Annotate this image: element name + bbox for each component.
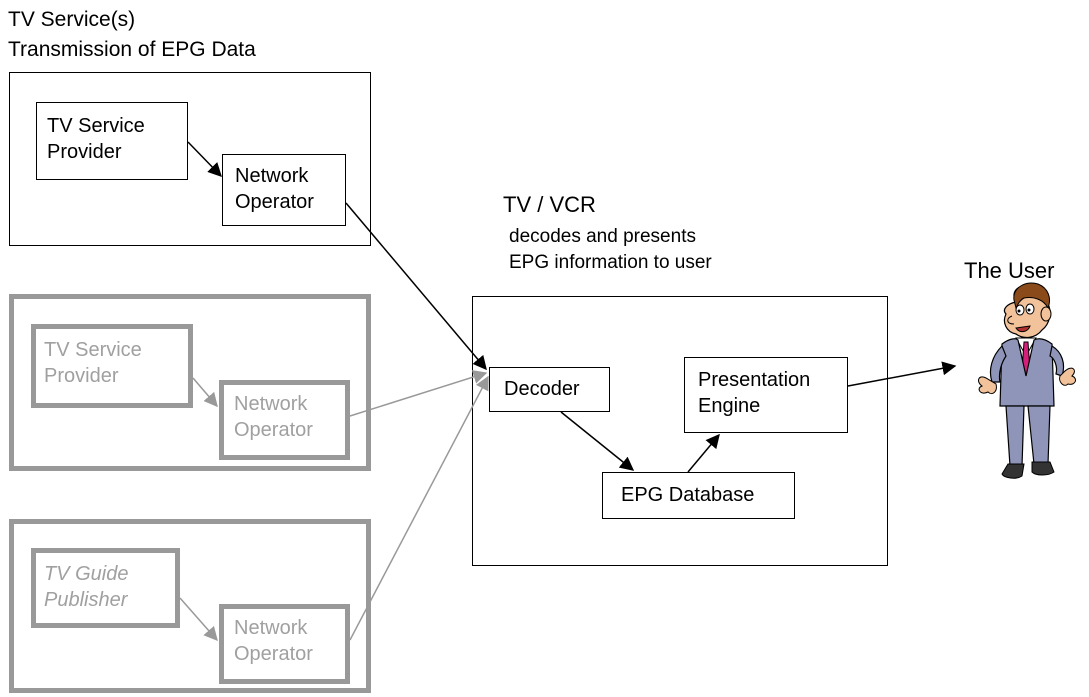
group1-provider-box: TV Service Provider (36, 102, 188, 180)
epg-database-box: EPG Database (602, 472, 795, 519)
group2-operator-line1: Network (234, 393, 308, 415)
group3-publisher-box: TV Guide Publisher (31, 548, 180, 628)
presentation-line1: Presentation (698, 369, 811, 391)
group3-publisher-line1: TV Guide (44, 563, 129, 585)
arrow-database-presentation (687, 433, 720, 473)
arrow-presentation-user (847, 361, 957, 387)
group1-operator-line2: Operator (235, 191, 314, 213)
group2-provider-box: TV Service Provider (31, 324, 193, 408)
group2-provider-line2: Provider (44, 365, 119, 387)
arrow-g1-operator-decoder (345, 202, 487, 371)
top-title-line1: TV Service(s) (8, 8, 136, 31)
group2-operator-line2: Operator (234, 419, 313, 441)
arrow-decoder-database (560, 411, 635, 471)
tvvcr-title: TV / VCR (503, 192, 596, 217)
arrow-g2-operator-decoder (349, 370, 488, 417)
user-figure-icon (978, 282, 1076, 479)
arrow-g3-operator-decoder (349, 375, 489, 641)
arrow-g1-provider-operator (187, 141, 222, 178)
group1-operator-line1: Network (235, 165, 309, 187)
user-label: The User (964, 258, 1055, 283)
presentation-line2: Engine (698, 395, 761, 417)
group1-provider-line2: Provider (47, 141, 122, 163)
decoder-box: Decoder (489, 367, 610, 412)
group3-publisher-line2: Publisher (44, 589, 128, 611)
group2-operator-box: Network Operator (219, 380, 350, 460)
arrow-g3-publisher-operator (179, 597, 218, 642)
group3-operator-line2: Operator (234, 643, 313, 665)
presentation-engine-box: Presentation Engine (684, 357, 848, 433)
epg-database-label: EPG Database (621, 484, 755, 506)
group3-operator-line1: Network (234, 617, 308, 639)
group2-provider-line1: TV Service (44, 339, 142, 361)
arrow-g2-provider-operator (192, 377, 218, 408)
tvvcr-subtitle-line2: EPG information to user (509, 252, 712, 273)
group1-operator-box: Network Operator (222, 154, 346, 226)
group1-provider-line1: TV Service (47, 115, 145, 137)
top-title-line2: Transmission of EPG Data (8, 38, 256, 61)
decoder-label: Decoder (504, 378, 580, 400)
group3-operator-box: Network Operator (219, 604, 350, 684)
tvvcr-subtitle-line1: decodes and presents (509, 226, 696, 247)
